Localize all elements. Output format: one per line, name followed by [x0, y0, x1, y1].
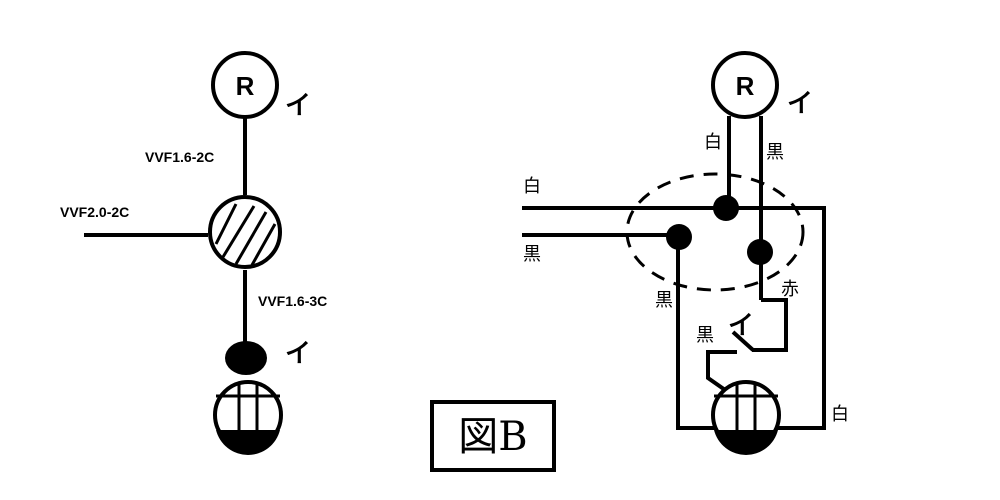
mark-i-top-right: イ: [787, 88, 813, 118]
cable-lower-label: VVF1.6-3C: [258, 293, 327, 309]
luminaire-symbol-right: [711, 380, 781, 455]
connection-dot-red: [747, 239, 773, 265]
receptacle-symbol: [211, 51, 279, 119]
receptacle-letter: R: [236, 71, 255, 101]
wire-switch-to-lamp: [706, 350, 737, 394]
cable-upper-label: VVF1.6-2C: [145, 149, 214, 165]
cable-feed-label: VVF2.0-2C: [60, 204, 129, 220]
connection-dot-black: [666, 224, 692, 250]
label-feed-white: 白: [523, 176, 541, 197]
label-feed-black: 黒: [523, 244, 541, 265]
junction-box-outline: [625, 172, 805, 292]
switch-contact: [731, 330, 755, 352]
switch-symbol: [225, 341, 267, 375]
label-black-r: 黒: [766, 142, 784, 163]
caption-box: 図B: [430, 400, 556, 472]
mark-i-top: イ: [285, 90, 311, 120]
receptacle-letter-right: R: [736, 71, 755, 101]
wire-red-to-switch: [752, 298, 788, 352]
receptacle-symbol-right: [711, 51, 779, 119]
connection-dot-white: [713, 195, 739, 221]
label-white-r: 白: [704, 132, 722, 153]
label-switch-black: 黒: [696, 325, 714, 346]
junction-box-hatching: [214, 203, 277, 266]
switch-mark-i: イ: [728, 310, 754, 340]
caption-text: 図B: [458, 414, 527, 460]
mark-i-switch: イ: [285, 338, 311, 368]
label-white-right: 白: [831, 404, 849, 425]
label-red: 赤: [781, 279, 799, 300]
label-black-left: 黒: [655, 290, 673, 311]
multi-line-diagram: R イ 白 黒 白: [522, 51, 849, 455]
single-line-diagram: R イ VVF1.6-2C VVF2.0-2C VVF1.6-3C イ: [60, 51, 327, 455]
luminaire-symbol: [213, 380, 283, 455]
